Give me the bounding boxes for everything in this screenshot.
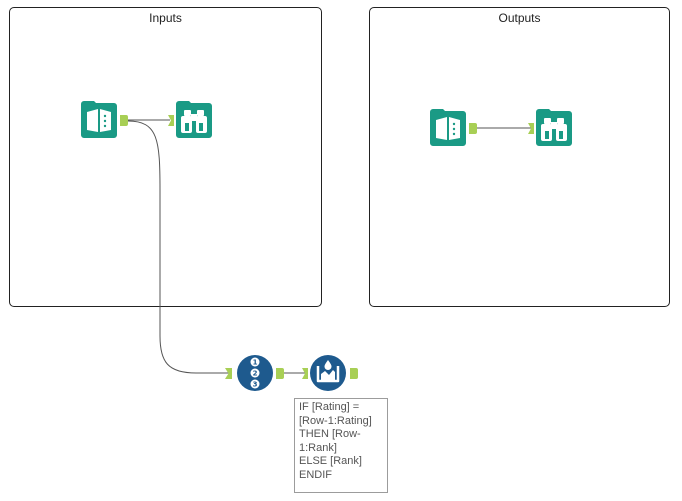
output-anchor[interactable] (276, 368, 284, 379)
output-anchor[interactable] (350, 368, 358, 379)
output-anchor[interactable] (120, 115, 128, 126)
multi-row-formula-tool[interactable] (302, 354, 362, 392)
record-id-tool[interactable]: 1 2 3 (225, 354, 287, 392)
binoculars-icon (168, 101, 212, 138)
container-inputs[interactable]: Inputs (9, 7, 322, 307)
input-anchor[interactable] (302, 368, 308, 379)
input-data-tool-2[interactable] (429, 109, 479, 147)
input-anchor[interactable] (528, 123, 534, 134)
browse-tool-1[interactable] (168, 101, 216, 139)
connection-input1-to-record-id[interactable] (127, 120, 230, 374)
numbered-list-icon: 1 2 3 (225, 355, 284, 391)
input-data-tool-1[interactable] (80, 101, 130, 139)
svg-text:2: 2 (253, 370, 258, 378)
book-icon (430, 109, 477, 146)
input-anchor[interactable] (225, 368, 232, 379)
container-title-outputs: Outputs (498, 11, 541, 25)
svg-text:3: 3 (253, 381, 258, 389)
tool-annotation: IF [Rating] = [Row-1:Rating] THEN [Row- … (294, 398, 388, 493)
browse-tool-2[interactable] (528, 109, 576, 147)
multi-row-formula-icon (302, 355, 358, 391)
book-icon (81, 101, 128, 138)
container-outputs[interactable]: Outputs (369, 7, 670, 307)
binoculars-icon (528, 109, 572, 146)
input-anchor[interactable] (168, 115, 174, 126)
container-title-inputs: Inputs (149, 11, 182, 25)
svg-text:1: 1 (253, 359, 258, 367)
output-anchor[interactable] (469, 123, 477, 134)
